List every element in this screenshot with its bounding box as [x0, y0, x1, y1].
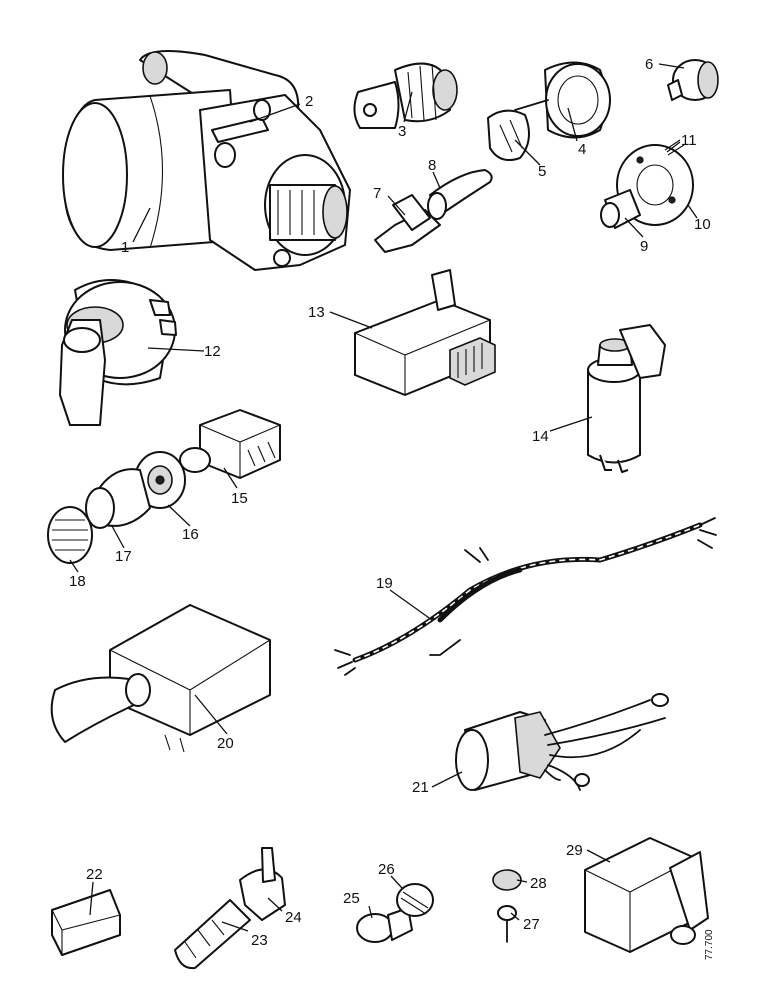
callout-12: 12 [204, 343, 221, 360]
callout-10: 10 [694, 216, 711, 233]
wiring-connector [455, 693, 669, 791]
callout-2: 2 [305, 93, 313, 110]
callout-19: 19 [376, 575, 393, 592]
indicator-switch [50, 604, 271, 753]
relay-unit [354, 269, 496, 396]
light-switch [59, 279, 177, 426]
callout-18: 18 [69, 573, 86, 590]
callout-5: 5 [538, 163, 546, 180]
callout-4: 4 [578, 141, 586, 158]
callout-22: 22 [86, 866, 103, 883]
callout-28: 28 [530, 875, 547, 892]
hose-connector [174, 847, 286, 970]
callout-25: 25 [343, 890, 360, 907]
callout-11: 11 [681, 132, 697, 149]
wiring-harness [334, 517, 717, 676]
callout-26: 26 [378, 861, 395, 878]
callout-29: 29 [566, 842, 583, 859]
callout-8: 8 [428, 157, 436, 174]
starter-motor [62, 50, 351, 271]
callout-20: 20 [217, 735, 234, 752]
warning-lamp [47, 451, 186, 564]
callout-15: 15 [231, 490, 248, 507]
callout-17: 17 [115, 548, 132, 565]
callout-23: 23 [251, 932, 268, 949]
callout-6: 6 [645, 56, 653, 73]
callout-13: 13 [308, 304, 325, 321]
callout-16: 16 [182, 526, 199, 543]
control-box [584, 837, 709, 953]
grommet [492, 869, 522, 943]
gauge-sender [487, 61, 611, 161]
leader-lines [69, 63, 698, 932]
callout-1: 1 [121, 239, 129, 256]
sender-unit [374, 169, 493, 253]
callout-14: 14 [532, 428, 549, 445]
reference-code: 77.700 [704, 929, 715, 960]
callout-24: 24 [285, 909, 302, 926]
bulb-holder [356, 883, 434, 943]
pressure-switch-assembly [600, 139, 694, 229]
callout-21: 21 [412, 779, 429, 796]
oil-pressure-switch [667, 59, 719, 101]
callout-27: 27 [523, 916, 540, 933]
callout-9: 9 [640, 238, 648, 255]
push-switch [179, 409, 281, 479]
small-switch [51, 889, 121, 956]
washer-pump [587, 324, 666, 473]
callout-3: 3 [398, 123, 406, 140]
callout-labels: 1 2 3 4 5 6 7 8 9 10 11 12 13 14 15 16 1… [69, 56, 715, 960]
callout-7: 7 [373, 185, 381, 202]
ignition-switch [353, 62, 458, 129]
